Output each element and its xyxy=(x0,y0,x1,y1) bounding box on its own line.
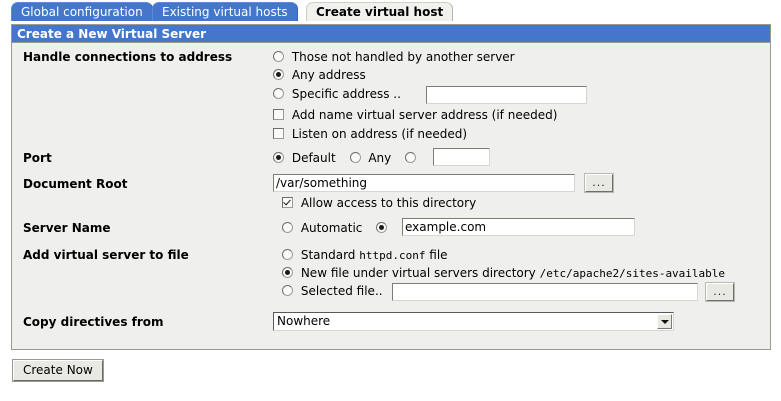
radio-any-address[interactable] xyxy=(273,69,284,80)
selected-file-input[interactable] xyxy=(392,283,698,301)
radio-standard-suffix-label: file xyxy=(425,248,448,262)
document-root-browse-button[interactable]: ... xyxy=(584,173,614,193)
radio-standard-prefix-label: Standard xyxy=(300,248,360,262)
tab-label: Existing virtual hosts xyxy=(162,5,288,19)
radio-new-file-row[interactable]: New file under virtual servers directory… xyxy=(282,266,725,280)
document-root-input[interactable]: /var/something xyxy=(273,174,575,192)
label-handle-connections: Handle connections to address xyxy=(23,50,233,64)
specific-address-input[interactable] xyxy=(426,86,587,104)
radio-server-name-automatic[interactable] xyxy=(282,222,293,233)
tab-create-virtual-host[interactable]: Create virtual host xyxy=(306,2,454,22)
panel-title: Create a New Virtual Server xyxy=(12,25,770,43)
radio-new-file-label: New file under virtual servers directory xyxy=(300,266,540,280)
radio-server-name-automatic-label: Automatic xyxy=(300,221,363,235)
tab-existing-virtual-hosts[interactable]: Existing virtual hosts xyxy=(152,2,298,22)
selected-file-browse-button[interactable]: ... xyxy=(705,282,735,302)
checkbox-allow-access[interactable] xyxy=(282,197,293,208)
radio-those-not-handled-label: Those not handled by another server xyxy=(291,50,515,64)
radio-any-address-label: Any address xyxy=(291,68,366,82)
radio-port-any-label: Any xyxy=(368,151,392,165)
radio-any-address-row[interactable]: Any address xyxy=(273,68,376,82)
checkbox-add-name-virtual[interactable] xyxy=(273,109,284,120)
panel-body: Handle connections to address Those not … xyxy=(12,43,770,349)
chevron-down-icon[interactable] xyxy=(657,314,672,329)
copy-directives-select[interactable]: Nowhere xyxy=(273,312,674,331)
radio-specific-address-row[interactable]: Specific address .. xyxy=(273,87,401,101)
port-options: Default Any xyxy=(273,151,420,165)
radio-server-name-custom[interactable] xyxy=(376,222,388,233)
radio-selected-file[interactable] xyxy=(282,285,293,296)
radio-those-not-handled-row[interactable]: Those not handled by another server xyxy=(273,50,525,64)
radio-standard-filename-label: httpd.conf xyxy=(359,249,426,262)
port-custom-input[interactable] xyxy=(433,148,490,166)
virtual-server-panel: Create a New Virtual Server Handle conne… xyxy=(11,24,771,350)
checkbox-listen-on-address[interactable] xyxy=(273,128,284,139)
radio-port-default[interactable] xyxy=(273,152,284,163)
copy-directives-selected-value: Nowhere xyxy=(277,314,331,328)
label-port: Port xyxy=(23,151,52,165)
radio-specific-address-label: Specific address .. xyxy=(291,87,401,101)
tab-label: Create virtual host xyxy=(316,5,444,19)
radio-port-custom[interactable] xyxy=(405,152,417,163)
radio-standard-httpd-conf-row[interactable]: Standard httpd.conf file xyxy=(282,248,448,262)
checkbox-add-name-virtual-row[interactable]: Add name virtual server address (if need… xyxy=(273,108,557,122)
radio-those-not-handled[interactable] xyxy=(273,51,284,62)
tab-label: Global configuration xyxy=(21,5,143,19)
radio-new-file-path-label: /etc/apache2/sites-available xyxy=(539,267,726,280)
label-add-virtual-server-to-file: Add virtual server to file xyxy=(23,248,189,262)
tab-strip: Global configuration Existing virtual ho… xyxy=(0,0,781,22)
radio-port-any[interactable] xyxy=(349,152,361,163)
tab-underline xyxy=(0,21,781,22)
checkbox-add-name-virtual-label: Add name virtual server address (if need… xyxy=(291,108,558,122)
label-copy-directives-from: Copy directives from xyxy=(23,315,164,329)
checkbox-allow-access-row[interactable]: Allow access to this directory xyxy=(282,196,476,210)
create-now-button[interactable]: Create Now xyxy=(12,359,104,382)
server-name-input[interactable]: example.com xyxy=(402,218,635,236)
radio-standard-httpd-conf[interactable] xyxy=(282,249,293,260)
server-name-options: Automatic xyxy=(282,221,391,235)
radio-specific-address[interactable] xyxy=(273,88,284,99)
label-server-name: Server Name xyxy=(23,221,111,235)
radio-selected-file-row[interactable]: Selected file.. xyxy=(282,284,383,298)
label-document-root: Document Root xyxy=(23,177,128,191)
checkbox-listen-on-address-row[interactable]: Listen on address (if needed) xyxy=(273,127,467,141)
radio-port-default-label: Default xyxy=(291,151,336,165)
radio-new-file-under-directory[interactable] xyxy=(282,267,293,278)
radio-selected-file-label: Selected file.. xyxy=(300,284,383,298)
tab-global-configuration[interactable]: Global configuration xyxy=(11,2,153,22)
checkbox-listen-on-address-label: Listen on address (if needed) xyxy=(291,127,468,141)
checkbox-allow-access-label: Allow access to this directory xyxy=(300,196,477,210)
